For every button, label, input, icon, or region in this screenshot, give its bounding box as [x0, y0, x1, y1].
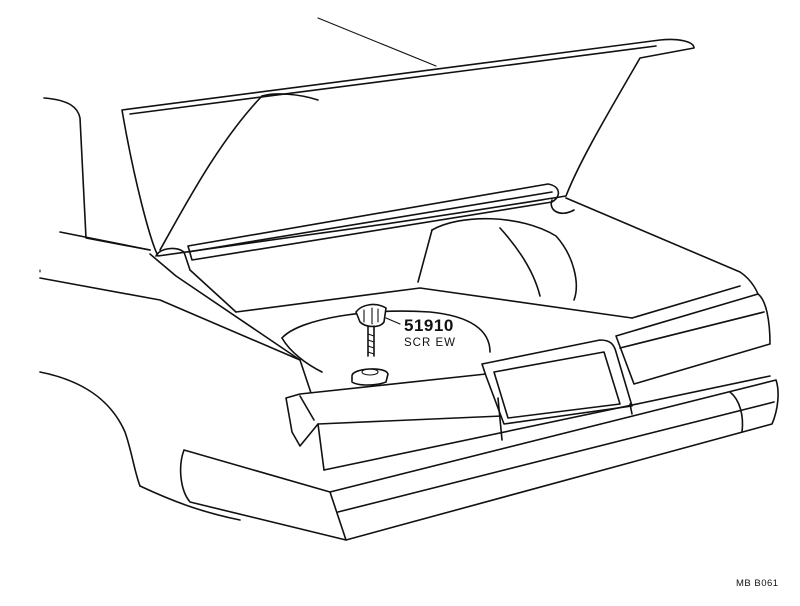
callout-leader — [385, 317, 401, 325]
part-name-label: SCR EW — [404, 337, 456, 349]
trunk-interior — [149, 197, 761, 421]
drawing-code-label: MB B061 — [736, 578, 779, 589]
trunk-lid — [121, 38, 695, 271]
rear-panel — [285, 293, 771, 471]
rear-bumper — [179, 379, 779, 541]
part-number-label: 51910 — [404, 316, 454, 335]
spare-tire-screw — [351, 303, 389, 386]
car-body — [39, 17, 437, 521]
